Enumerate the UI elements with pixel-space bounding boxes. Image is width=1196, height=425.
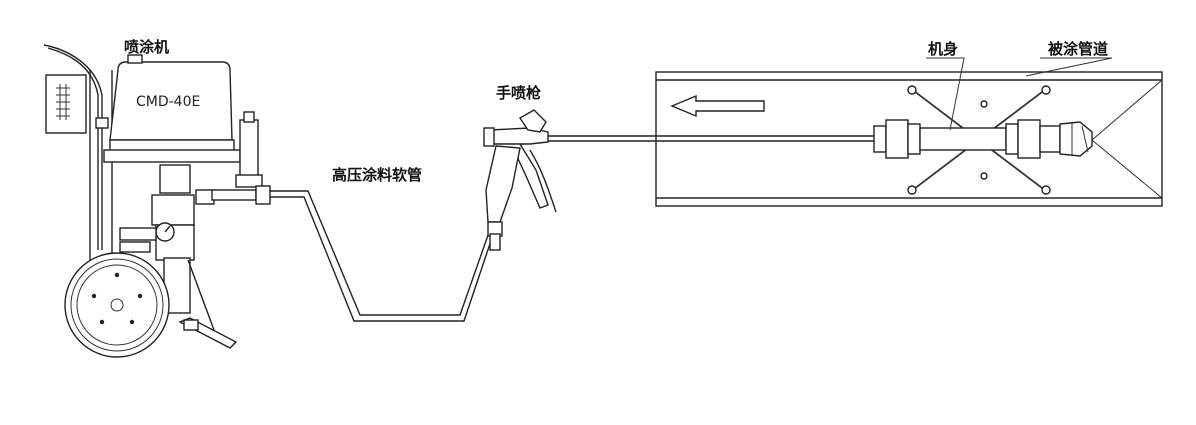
- model-label: CMD-40E: [136, 94, 200, 110]
- body-label: 机身: [928, 40, 958, 58]
- arrow-left-icon: [670, 94, 765, 118]
- wheel: [64, 252, 170, 358]
- hand-gun-label: 手喷枪: [496, 84, 541, 102]
- coated-pipe: 机身 被涂管道: [655, 40, 1163, 207]
- hose-label: 高压涂料软管: [332, 166, 422, 184]
- high-pressure-hose: 高压涂料软管: [270, 166, 499, 322]
- hand-spray-gun: 手喷枪: [483, 84, 874, 251]
- sprayer-label: 喷涂机: [124, 38, 169, 56]
- spray-machine: 喷涂机 CMD-40E: [43, 38, 271, 358]
- machine-body: [873, 119, 1093, 159]
- pipe-label: 被涂管道: [1048, 40, 1108, 58]
- motor-housing: [109, 61, 233, 141]
